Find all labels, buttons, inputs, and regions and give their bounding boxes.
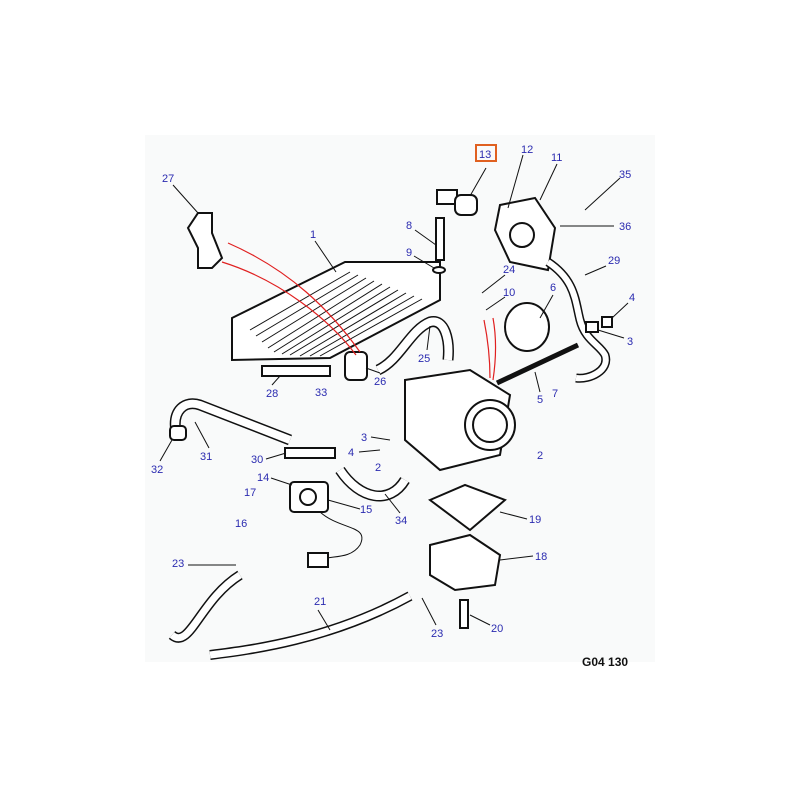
label-7[interactable]: 7	[552, 388, 558, 400]
part-21-hose-b	[209, 591, 413, 660]
part-27-hose	[186, 212, 224, 269]
part-21-hose-a-inner	[169, 572, 242, 641]
label-30[interactable]: 30	[251, 454, 263, 466]
label-4b[interactable]: 4	[348, 447, 354, 459]
label-3[interactable]: 3	[627, 336, 633, 348]
label-33[interactable]: 33	[315, 387, 327, 399]
label-26[interactable]: 26	[374, 376, 386, 388]
throttle-opening	[509, 222, 535, 248]
part-20-bolt	[459, 599, 469, 629]
label-23b[interactable]: 23	[431, 628, 443, 640]
label-1[interactable]: 1	[310, 229, 316, 241]
diagram-panel	[145, 135, 655, 662]
reference-code: G04 130	[582, 655, 628, 669]
part-8-bolt	[435, 217, 445, 261]
part-30-connector	[284, 447, 336, 459]
part-29-hose-inner	[546, 259, 609, 382]
label-13[interactable]: 13	[479, 149, 491, 161]
leader-lines	[159, 154, 629, 631]
part-13-sensor-body	[454, 194, 478, 216]
label-24[interactable]: 24	[503, 264, 515, 276]
label-17[interactable]: 17	[244, 487, 256, 499]
throttle-bore-inner	[472, 407, 508, 443]
label-16[interactable]: 16	[235, 518, 247, 530]
part-26	[344, 351, 368, 381]
label-5[interactable]: 5	[537, 394, 543, 406]
label-3b[interactable]: 3	[361, 432, 367, 444]
red-callout-lines	[221, 242, 497, 381]
label-9[interactable]: 9	[406, 247, 412, 259]
sensor-wire	[319, 511, 363, 561]
label-25[interactable]: 25	[418, 353, 430, 365]
label-32[interactable]: 32	[151, 464, 163, 476]
label-15[interactable]: 15	[360, 504, 372, 516]
part-connector-plug	[307, 552, 329, 568]
part-14-ring	[299, 488, 317, 506]
part-32-clip	[169, 425, 187, 441]
part-18-housing	[429, 533, 502, 592]
label-14[interactable]: 14	[257, 472, 269, 484]
label-29[interactable]: 29	[608, 255, 620, 267]
part-31-hose-inner	[171, 399, 292, 444]
label-28[interactable]: 28	[266, 388, 278, 400]
intercooler	[231, 261, 441, 362]
label-19[interactable]: 19	[529, 514, 541, 526]
label-2b[interactable]: 2	[537, 450, 543, 462]
part-19-plate	[428, 483, 507, 532]
label-36[interactable]: 36	[619, 221, 631, 233]
part-29-hose	[545, 258, 611, 383]
part-25-hose-inner	[376, 317, 453, 374]
part-34-hose-inner	[336, 467, 409, 500]
label-11[interactable]: 11	[551, 152, 562, 164]
part-9-washer	[432, 266, 446, 274]
label-4[interactable]: 4	[629, 292, 635, 304]
part-6-disc	[504, 302, 550, 352]
label-21[interactable]: 21	[314, 596, 326, 608]
label-27[interactable]: 27	[162, 173, 174, 185]
label-31[interactable]: 31	[200, 451, 212, 463]
label-2[interactable]: 2	[375, 462, 381, 474]
part-21-hose-b-inner	[209, 592, 412, 659]
label-34[interactable]: 34	[395, 515, 407, 527]
highlight-box	[475, 144, 497, 162]
part-labels: 27 13 12 11 35 36 1 8 9 24 10 6 29 4 3 2…	[151, 144, 635, 640]
part-drawings	[168, 189, 613, 660]
label-18[interactable]: 18	[535, 551, 547, 563]
label-6[interactable]: 6	[550, 282, 556, 294]
label-23[interactable]: 23	[172, 558, 184, 570]
label-12[interactable]: 12	[521, 144, 533, 156]
part-28-pipe	[261, 365, 331, 377]
label-20[interactable]: 20	[491, 623, 503, 635]
label-10[interactable]: 10	[503, 287, 515, 299]
label-35[interactable]: 35	[619, 169, 631, 181]
part-3-sleeve	[585, 321, 599, 333]
label-8[interactable]: 8	[406, 220, 412, 232]
part-4-nut	[601, 316, 613, 328]
part-5-shaft	[495, 342, 580, 386]
